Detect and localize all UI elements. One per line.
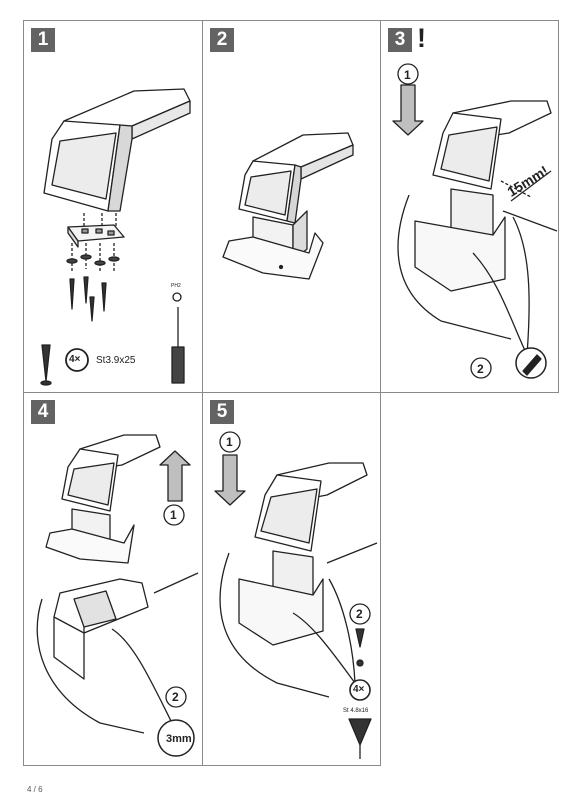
step-4-panel: 4 1 2 3mm [23,392,203,766]
step-number: 5 [210,400,234,424]
seq-2: 2 [172,690,179,704]
step-1-panel: 1 [23,20,203,393]
step-2-illustration [222,132,354,280]
seq-2: 2 [477,362,484,376]
tool-label: PH2 [171,283,181,289]
step-number: 3 [388,28,412,52]
screw-qty: 4× [353,684,365,695]
step-5-illustration [214,431,378,759]
screw-qty: 4× [69,354,81,365]
step-3-panel: 3 ! 1 2 15mm! [380,20,559,393]
seq-2: 2 [356,607,363,621]
step-2-panel: 2 [202,20,381,393]
step-number: 4 [31,400,55,424]
screw-spec: St3.9x25 [96,355,136,366]
step-number: 1 [31,28,55,52]
step-5-panel: 5 1 2 4× St 4.8x16 [202,392,381,766]
step-number: 2 [210,28,234,52]
seq-1: 1 [226,435,233,449]
screw-spec: St 4.8x16 [343,708,369,714]
step-1-illustration [40,88,191,386]
seq-1: 1 [404,68,411,82]
seq-1: 1 [170,508,177,522]
step-3-illustration [392,63,558,379]
page-number: 4 / 6 [27,785,43,794]
warning-mark: ! [417,23,426,53]
drill-size: 3mm [166,733,192,745]
step-4-illustration [36,434,199,757]
